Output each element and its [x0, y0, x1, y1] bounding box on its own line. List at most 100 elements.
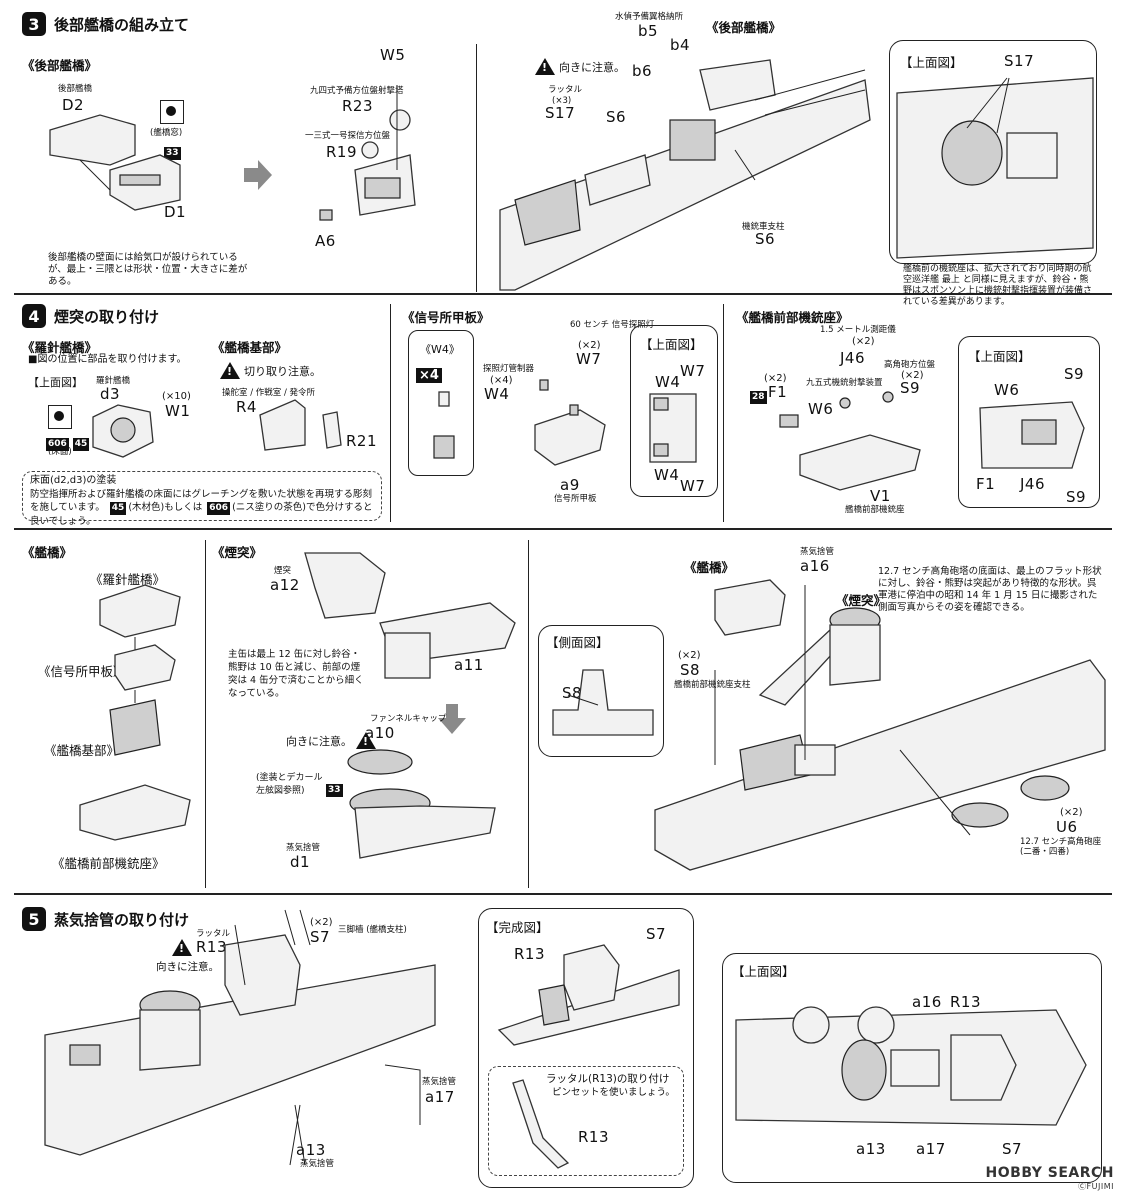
step-number: 4: [22, 304, 46, 328]
part-caption: 1.5 メートル測距儀: [820, 325, 896, 335]
part-r13: R13: [514, 945, 546, 963]
part-s7: S7: [1002, 1140, 1023, 1158]
top-view-hull-drawing: [735, 1006, 1087, 1126]
part-count: (×10): [162, 391, 191, 402]
section-label: 《信号所甲板》: [402, 310, 490, 325]
section-label: 《艦橋》: [684, 560, 735, 575]
part-r4: R4: [236, 398, 257, 416]
part-f1: F1: [768, 383, 788, 401]
caution-note: 向きに注意。: [535, 58, 625, 75]
divider: [476, 44, 477, 292]
color-swatch: 33: [326, 784, 343, 797]
completed-view-panel: [478, 908, 694, 1188]
step-5-header: 5 蒸気捨管の取り付け: [22, 907, 189, 931]
part-b5: b5: [638, 22, 659, 40]
part-caption: 煙突: [274, 566, 292, 576]
part-s17: S17: [545, 104, 576, 122]
color-swatch: 33: [164, 147, 181, 160]
part-caption: 操舵室 / 作戦室 / 発令所: [222, 388, 316, 398]
part-caption: 羅針艦橋: [96, 376, 131, 386]
part-w6: W6: [808, 400, 834, 418]
part-caption: 艦橋前部機銃座支柱: [674, 680, 751, 690]
step-number: 3: [22, 12, 46, 36]
step-title: 後部艦橋の組み立て: [54, 15, 190, 34]
stack-label: 《艦橋前部機銃座》: [52, 856, 165, 871]
section-label: 《艦橋基部》: [212, 340, 288, 355]
part-count: (×2): [901, 370, 924, 381]
part-a16: a16: [800, 557, 830, 575]
part-s7: S7: [310, 928, 331, 946]
funnel-cap-drawing: [347, 749, 496, 859]
part-d2: D2: [62, 96, 85, 114]
part-j46: J46: [1020, 475, 1046, 493]
part-d3: d3: [100, 385, 121, 403]
part-caption: ファンネルキャップ: [370, 714, 447, 724]
part-caption: ラッタル: [196, 929, 231, 939]
panel-title: 《W4》: [420, 343, 460, 356]
divider: [14, 893, 1112, 895]
part-b6: b6: [632, 62, 653, 80]
part-caption: 高角砲方位盤: [884, 360, 936, 370]
top-view-panel: [958, 336, 1100, 508]
window-icon: [160, 100, 184, 124]
floor-icon: [48, 405, 72, 429]
part-caption: ラッタル: [548, 85, 583, 95]
warning-icon: [172, 938, 192, 956]
note: 艦橋前の機銃座は、拡大されており同時期の航空巡洋艦 最上 と同様に見えますが、鈴…: [903, 264, 1093, 307]
top-view-panel: [889, 40, 1097, 264]
signal-deck-top-drawing: [649, 393, 697, 463]
part-s6: S6: [606, 108, 627, 126]
part-a16: a16: [912, 993, 942, 1011]
stack-label: 《羅針艦橋》: [90, 572, 166, 587]
part-count: (×3): [552, 96, 572, 106]
part-s9: S9: [1066, 488, 1087, 506]
part-a13: a13: [296, 1141, 326, 1159]
divider: [14, 528, 1112, 530]
part-s17: S17: [1004, 52, 1035, 70]
part-w7: W7: [680, 362, 706, 380]
part-caption: 九四式予備方位盤射撃塔: [310, 86, 404, 96]
panel-title: 【側面図】: [546, 635, 609, 650]
down-arrow-icon: [438, 704, 466, 734]
part-j46: J46: [840, 349, 866, 367]
note: 防空指揮所および羅針艦橋の床面にはグレーチングを敷いた状態を再現する彫刻を施して…: [30, 489, 373, 527]
part-a9: a9: [560, 476, 580, 494]
next-arrow-icon: [244, 160, 272, 190]
color-swatch: 28: [750, 391, 767, 404]
panel-title: 【上面図】: [732, 964, 795, 979]
part-caption: 12.7 センチ高角砲座 (二番・四番): [1020, 837, 1102, 857]
rear-bridge-assembled-drawing: [319, 85, 416, 221]
part-count: (×2): [578, 340, 601, 351]
note: 主缶は最上 12 缶に対し鈴谷・熊野は 10 缶と減じ、前部の煙突は 4 缶分で…: [228, 649, 364, 699]
divider: [205, 540, 206, 888]
part-w4: W4: [484, 385, 510, 403]
note: ■図の位置に部品を取り付けます。: [28, 354, 187, 365]
part-s9: S9: [1064, 365, 1085, 383]
part-r13: R13: [950, 993, 982, 1011]
part-b4: b4: [670, 36, 691, 54]
note-title: 床面(d2,d3)の塗装: [30, 475, 117, 486]
step-3-header: 3 後部艦橋の組み立て: [22, 12, 189, 36]
part-w7: W7: [680, 477, 706, 495]
part-caption: 探照灯管制器: [483, 364, 535, 374]
panel-title: 【上面図】: [968, 349, 1031, 364]
part-count: (×2): [852, 336, 875, 347]
divider: [723, 304, 724, 522]
panel-title: 【上面図】: [28, 376, 83, 389]
compass-bridge-drawing: [92, 404, 154, 458]
part-count: (×2): [1060, 807, 1083, 818]
part-w1: W1: [165, 402, 191, 420]
w4-part-drawing: [433, 391, 455, 459]
hull-rear-drawing: [499, 59, 871, 291]
part-a17: a17: [425, 1088, 455, 1106]
part-f1: F1: [976, 475, 996, 493]
part-caption: 機銃車支柱: [742, 222, 785, 232]
part-caption: 水偵予備翼格納所: [615, 12, 684, 22]
part-a11: a11: [454, 656, 484, 674]
warning-icon: [535, 58, 555, 75]
part-a17: a17: [916, 1140, 946, 1158]
part-count: (×2): [310, 917, 333, 928]
section-label: 《艦橋前部機銃座》: [736, 310, 849, 325]
hull-forward-drawing: [654, 579, 1106, 871]
step-title: 蒸気捨管の取り付け: [54, 910, 190, 929]
